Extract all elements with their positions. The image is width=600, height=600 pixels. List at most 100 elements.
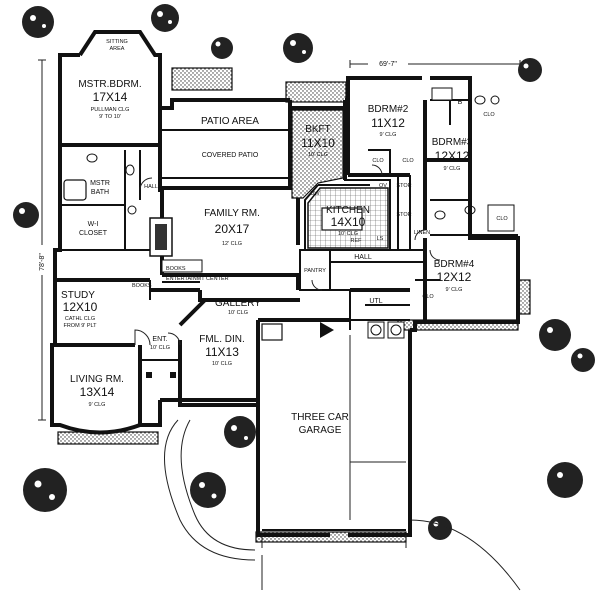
sitting-area-label-2: AREA [110, 46, 125, 52]
dimension-depth: 78'-8" [36, 59, 48, 421]
entertainment-center-label: ENTERTAINMT CENTER [166, 276, 229, 282]
breakfast-ceiling: 10' CLG [308, 152, 328, 158]
garage-label-2: GARAGE [299, 425, 342, 436]
patio-area-label: PATIO AREA [201, 116, 259, 127]
books-label: BOOKS [166, 266, 186, 272]
tree-icon [547, 462, 583, 498]
entry-ceiling: 10' CLG [150, 345, 170, 351]
tree-icon [13, 202, 39, 228]
room-labels: SITTING AREA MSTR.BDRM. 17X14 PULLMAN CL… [61, 39, 508, 436]
closet-label: CLO [422, 294, 434, 300]
shrub-border [171, 67, 233, 91]
breakfast-label: BKFT [305, 124, 331, 135]
depth-dimension-label: 78'-8" [39, 253, 46, 271]
dryer-icon [387, 321, 405, 339]
shrub-border [285, 81, 347, 103]
driveway [409, 330, 521, 591]
living-room-ceiling: 9' CLG [89, 402, 106, 408]
bathtub-icon [431, 87, 453, 101]
bedroom-3-ceiling: 9' CLG [444, 166, 461, 172]
family-room-size: 20X17 [215, 222, 250, 236]
bath-label: B [458, 99, 463, 106]
bedroom-4-size: 12X12 [437, 270, 472, 284]
family-room-ceiling: 12' CLG [222, 241, 242, 247]
books-label-2: BOOKS [132, 283, 152, 289]
closet-label: CLO [402, 158, 414, 164]
closet-label: CLO [483, 112, 495, 118]
study-ceiling: CATHL CLG [65, 316, 95, 322]
closet-label: CLO [372, 158, 384, 164]
bathtub-icon [487, 204, 515, 232]
kitchen-island [321, 207, 363, 231]
toilet-icon [127, 205, 137, 215]
pantry-label: PANTRY [304, 268, 326, 274]
gallery-label: GALLERY [215, 298, 261, 309]
porch-column [170, 372, 176, 378]
family-room-label: FAMILY RM. [204, 208, 260, 219]
walkway [180, 419, 256, 551]
master-bath-label: MSTR [90, 180, 110, 187]
refrigerator-label: REF [351, 238, 363, 244]
door-swing[interactable] [311, 279, 323, 291]
tree-icon [571, 348, 595, 372]
dishwasher-label: DW [310, 191, 320, 197]
door-swing[interactable] [429, 249, 441, 261]
tree-icon [22, 6, 54, 38]
tree-icon [151, 4, 179, 32]
porch-column [146, 372, 152, 378]
gallery-ceiling: 10' CLG [228, 310, 248, 316]
master-bedroom-ceiling-2: 9' TO 10' [99, 114, 121, 120]
study-label: STUDY [61, 290, 95, 301]
sitting-area-label: SITTING [106, 39, 128, 45]
linen-label: LINEN [414, 230, 430, 236]
dining-size: 11X13 [205, 345, 239, 359]
walk-in-closet-label-2: CLOSET [79, 230, 108, 237]
entertainment-center [161, 259, 203, 273]
bedroom-4-ceiling: 9' CLG [446, 287, 463, 293]
oven-label: OV [379, 183, 387, 189]
breakfast-size: 11X10 [301, 136, 335, 150]
master-bedroom-ceiling: PULLMAN CLG [91, 107, 130, 113]
washer-icon [367, 321, 385, 339]
tree-icon [283, 33, 313, 63]
tree-icon [518, 58, 542, 82]
bedroom-3-size: 12X12 [435, 149, 470, 163]
door-swing[interactable] [371, 164, 383, 176]
study-size: 12X10 [63, 300, 98, 314]
tree-icon [539, 319, 571, 351]
landscape-trees [13, 4, 595, 591]
door-swing[interactable] [139, 177, 153, 191]
living-room-label: LIVING RM. [70, 374, 124, 385]
door-swing[interactable] [414, 229, 426, 241]
dining-ceiling: 10' CLG [212, 361, 232, 367]
kitchen-ceiling: 10' CLG [338, 231, 358, 237]
fixtures [63, 87, 515, 548]
west-hall-label: HALL [144, 184, 158, 190]
door-swing[interactable] [167, 332, 181, 346]
doors [134, 164, 441, 346]
bedroom-2-size: 11X12 [371, 116, 405, 130]
toilet-icon [490, 95, 500, 105]
bedroom-2-ceiling: 9' CLG [380, 132, 397, 138]
sink-icon [434, 210, 446, 220]
entry-label: ENT. [152, 336, 167, 343]
storage-label: STOR [396, 183, 411, 189]
bedroom-2-label: BDRM#2 [368, 104, 409, 115]
sink-icon [464, 205, 476, 215]
kitchen-label: KITCHEN [326, 205, 370, 216]
bedroom-4-label: BDRM#4 [434, 259, 475, 270]
study-ceiling-2: FROM 9' PLT [63, 323, 97, 329]
utility-label: UTL [369, 298, 382, 305]
tree-icon [190, 472, 226, 508]
exterior-walls [50, 30, 520, 537]
living-room-size: 13X14 [80, 385, 115, 399]
sink-icon [474, 95, 486, 105]
dining-label: FML. DIN. [199, 334, 245, 345]
tree-icon [23, 468, 67, 512]
garage-door [349, 335, 406, 520]
master-bedroom-label: MSTR.BDRM. [78, 79, 141, 90]
door-swing[interactable] [134, 329, 151, 346]
garage-door [261, 535, 407, 548]
walk-in-closet-label: W-I [88, 221, 99, 228]
